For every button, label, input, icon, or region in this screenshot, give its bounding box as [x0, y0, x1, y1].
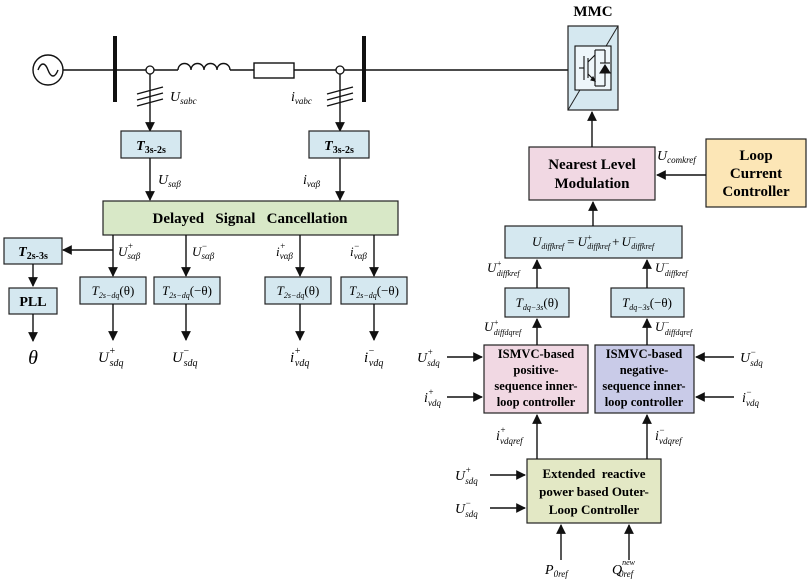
label-udiffkref-plus: U+diffkref — [487, 259, 521, 278]
power-circuit: Usabc ivabc MMC — [32, 4, 619, 132]
label-u-sabc: Usabc — [170, 90, 197, 106]
three-phase-marks-current — [326, 86, 354, 107]
tdq3s-label-pos: Tdq−3s(θ) — [516, 295, 559, 312]
t2sdq-label-2: T2s−dq(−θ) — [162, 283, 212, 300]
ac-source-icon — [32, 54, 64, 86]
right-control: Nearest Level Modulation Loop Current Co… — [417, 111, 807, 579]
t2sdq-label-3: T2s−dq(θ) — [277, 283, 320, 300]
mmc-title: MMC — [573, 4, 612, 20]
t2sdq-block-4 — [340, 276, 408, 305]
label-u-sab: Usαβ — [158, 173, 181, 189]
nlm-label-line2: Modulation — [554, 176, 630, 192]
nearest-level-modulation-block — [528, 146, 656, 201]
label-usab-plus: U+sαβ — [118, 241, 141, 261]
label-udiffdqref-minus: U−diffdqref — [655, 318, 694, 337]
input-erp-usdq-minus: U−sdq — [455, 498, 478, 519]
t2sdq-block-2 — [153, 276, 221, 305]
label-i-vabc: ivabc — [291, 90, 312, 106]
t2s3s-label: T2s-3s — [18, 245, 48, 262]
input-erp-usdq-plus: U+sdq — [455, 465, 478, 486]
tdq3s-label-neg: Tdq−3s(−θ) — [622, 295, 672, 312]
theta-output: θ — [28, 347, 38, 369]
input-usdq-plus: U+sdq — [417, 347, 440, 368]
udiffkref-sum-block — [504, 225, 683, 259]
t3s2s-current-label: T3s-2s — [324, 139, 354, 156]
t3s2s-voltage-label: T3s-2s — [136, 139, 166, 156]
label-usab-minus: U−sαβ — [192, 241, 215, 261]
t3s2s-voltage-block — [120, 130, 182, 159]
input-usdq-minus: U−sdq — [740, 347, 763, 368]
extended-reactive-power-block — [526, 458, 662, 524]
lcc-label-line2: Current — [730, 166, 782, 182]
t2sdq-label-1: T2s−dq(θ) — [92, 283, 135, 300]
t3s2s-current-block — [308, 130, 370, 159]
label-ivab-plus: i+vαβ — [276, 241, 293, 261]
t2sdq-block-3 — [264, 276, 332, 305]
t2sdq-label-4: T2s−dq(−θ) — [349, 283, 399, 300]
label-udiffkref-minus: U−diffkref — [655, 259, 689, 278]
ismvc-negative-block — [594, 344, 695, 414]
three-phase-marks-voltage — [136, 86, 164, 107]
label-u-comkref: Ucomkref — [657, 149, 697, 165]
pll-block — [8, 287, 58, 315]
input-ivdq-plus: i+vdq — [424, 387, 441, 408]
lcc-label-line1: Loop — [739, 148, 772, 164]
erp-line1: Extended reactive — [542, 466, 645, 481]
ismvc-pos-line4: loop controller — [497, 395, 576, 409]
inductor-icon — [177, 62, 231, 71]
resistor-icon — [253, 62, 295, 79]
ismvc-pos-line2: positive- — [513, 363, 558, 377]
ismvc-neg-line1: ISMVC-based — [606, 347, 682, 361]
output-usdq-plus: U+sdq — [98, 346, 124, 369]
ismvc-neg-line2: negative- — [620, 363, 669, 377]
label-ivab-minus: i−vαβ — [350, 241, 367, 261]
t2sdq-block-1 — [79, 276, 147, 305]
measure-node-voltage — [145, 65, 155, 75]
left-control: T3s-2s T3s-2s Usαβ ivαβ Delayed Signal C… — [3, 130, 408, 369]
loop-current-controller-block — [705, 138, 807, 208]
ismvc-positive-block — [483, 344, 589, 414]
udiffkref-equation: Udiffkref=U+diffkref+U−diffkref — [532, 233, 656, 251]
label-i-vab: ivαβ — [303, 173, 321, 189]
delayed-signal-cancellation-block — [102, 200, 399, 236]
label-ivdqref-minus: i−vdqref — [655, 425, 683, 446]
output-ivdq-minus: i−vdq — [364, 346, 383, 369]
t2s3s-block — [3, 237, 63, 265]
label-ivdqref-plus: i+vdqref — [496, 425, 524, 446]
input-ivdq-minus: i−vdq — [742, 387, 759, 408]
delayed-signal-cancellation-label: Delayed Signal Cancellation — [152, 211, 348, 227]
igbt-icon — [574, 45, 612, 91]
ismvc-pos-line3: sequence inner- — [494, 379, 577, 393]
measure-node-current — [335, 65, 345, 75]
label-udiffdqref-plus: U+diffdqref — [484, 318, 523, 337]
nlm-label-line1: Nearest Level — [548, 157, 636, 173]
erp-line2: power based Outer- — [539, 484, 649, 499]
lcc-label-line3: Controller — [722, 184, 790, 200]
tdq3s-block-pos — [504, 287, 570, 318]
erp-line3: Loop Controller — [549, 502, 640, 517]
output-usdq-minus: U−sdq — [172, 346, 198, 369]
input-p0ref: P0ref — [544, 563, 569, 579]
ismvc-neg-line3: sequence inner- — [602, 379, 685, 393]
output-ivdq-plus: i+vdq — [290, 346, 309, 369]
ismvc-neg-line4: loop controller — [605, 395, 684, 409]
ismvc-pos-line1: ISMVC-based — [498, 347, 574, 361]
pll-label: PLL — [19, 295, 46, 310]
